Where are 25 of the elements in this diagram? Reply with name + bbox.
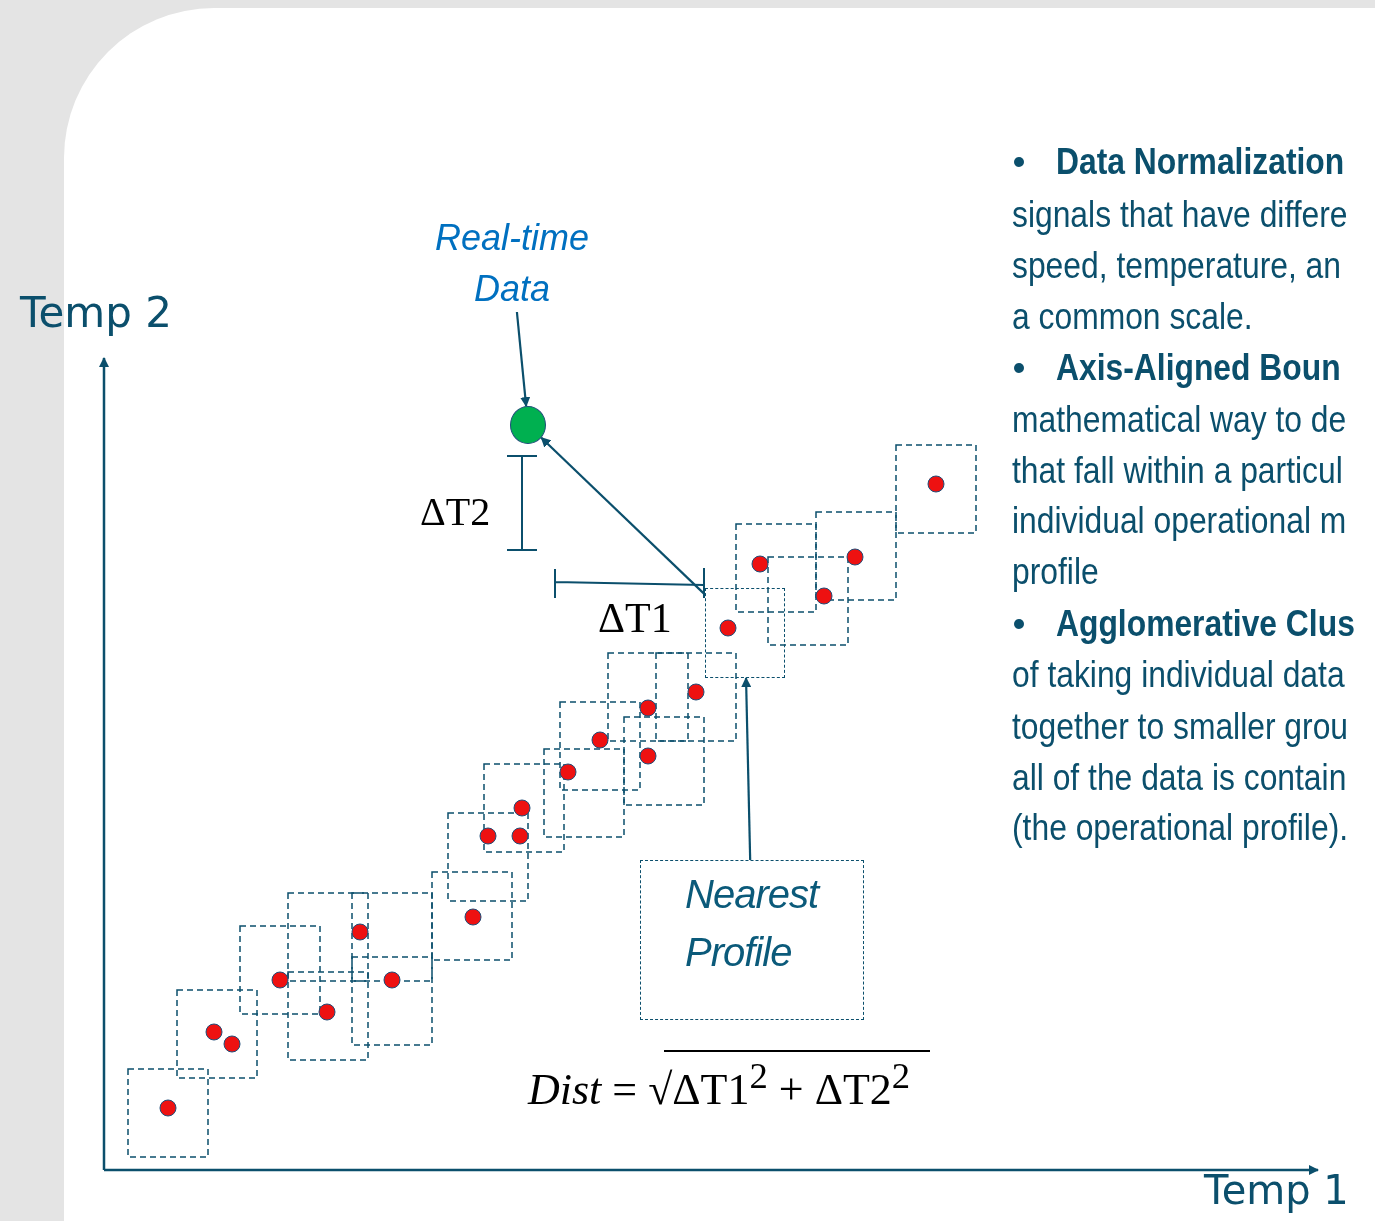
bullet-heading: Agglomerative Clus xyxy=(1056,602,1355,646)
dimension-label: ΔT1 xyxy=(598,595,672,642)
body-text: a common scale. xyxy=(1012,295,1253,339)
callout-text: Real-time Data xyxy=(424,212,600,312)
body-text: together to smaller grou xyxy=(1012,705,1349,749)
bullet-heading: Axis-Aligned Boun xyxy=(1056,346,1341,390)
body-text: of taking individual data xyxy=(1012,653,1345,697)
axis-label: Temp 1 xyxy=(1204,1168,1349,1212)
arrow xyxy=(741,677,752,861)
arrow xyxy=(515,311,531,408)
body-text: (the operational profile). xyxy=(1012,806,1349,850)
dimension-label: ΔT2 xyxy=(420,490,491,534)
axis-label: Temp 2 xyxy=(20,290,172,337)
body-text: individual operational m xyxy=(1012,499,1347,543)
arrow xyxy=(540,436,706,596)
body-text: all of the data is contain xyxy=(1012,756,1347,800)
body-text: signals that have differe xyxy=(1012,193,1348,237)
bullet-heading: Data Normalization xyxy=(1056,140,1345,184)
body-text: that fall within a particul xyxy=(1012,449,1343,493)
body-text: profile xyxy=(1012,550,1099,594)
bounding-box xyxy=(705,588,785,678)
body-text: speed, temperature, an xyxy=(1012,244,1341,288)
box-label: Nearest Profile xyxy=(685,871,821,976)
distance-formula: Dist = √ΔT1$^{2}$ + ΔT2$^{2}$ xyxy=(528,1056,911,1115)
body-text: mathematical way to de xyxy=(1012,398,1347,442)
